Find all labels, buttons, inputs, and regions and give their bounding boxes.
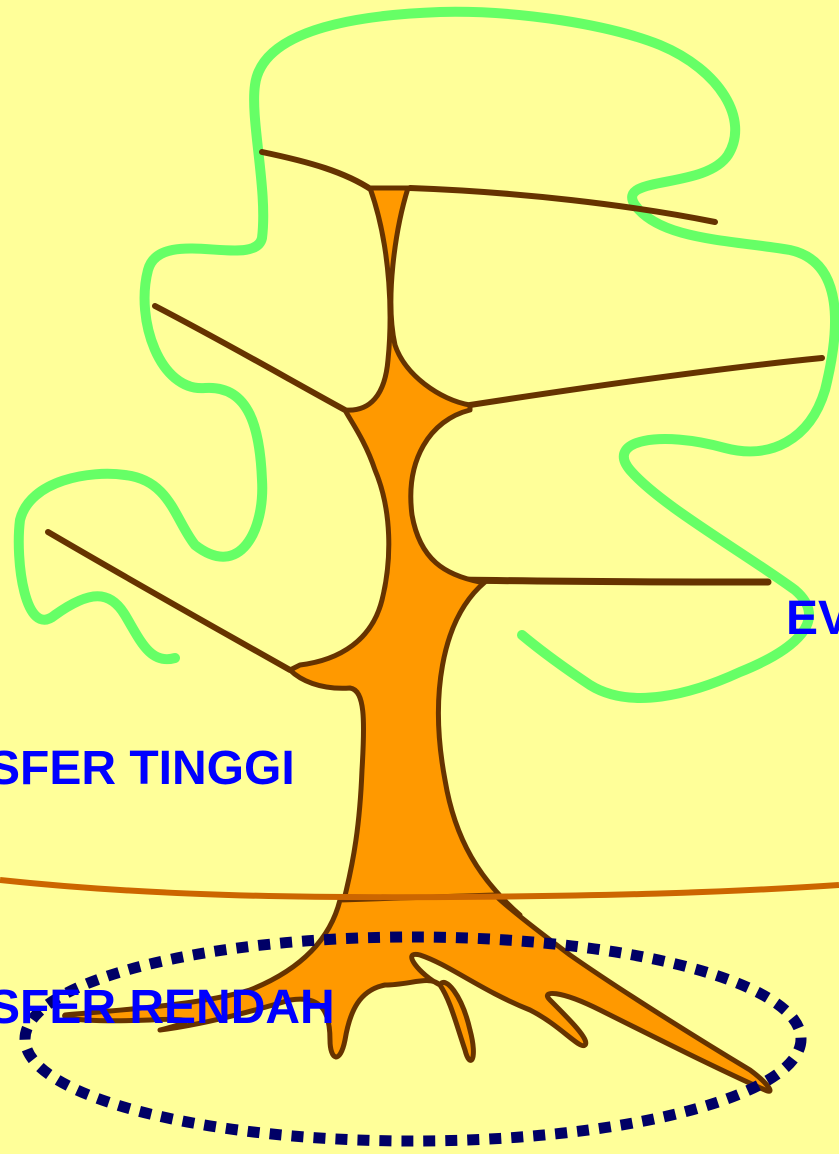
label-lower: SFER RENDAH [0, 981, 335, 1034]
label-upper: SFER TINGGI [0, 742, 295, 795]
tree-trunk [290, 188, 520, 915]
branch-upper-right [470, 358, 822, 405]
branch-top-left [262, 152, 372, 190]
branch-lower-right [460, 580, 768, 582]
label-right: EV [786, 592, 839, 645]
branch-top-right [410, 188, 715, 222]
branch-upper-left [155, 306, 345, 410]
